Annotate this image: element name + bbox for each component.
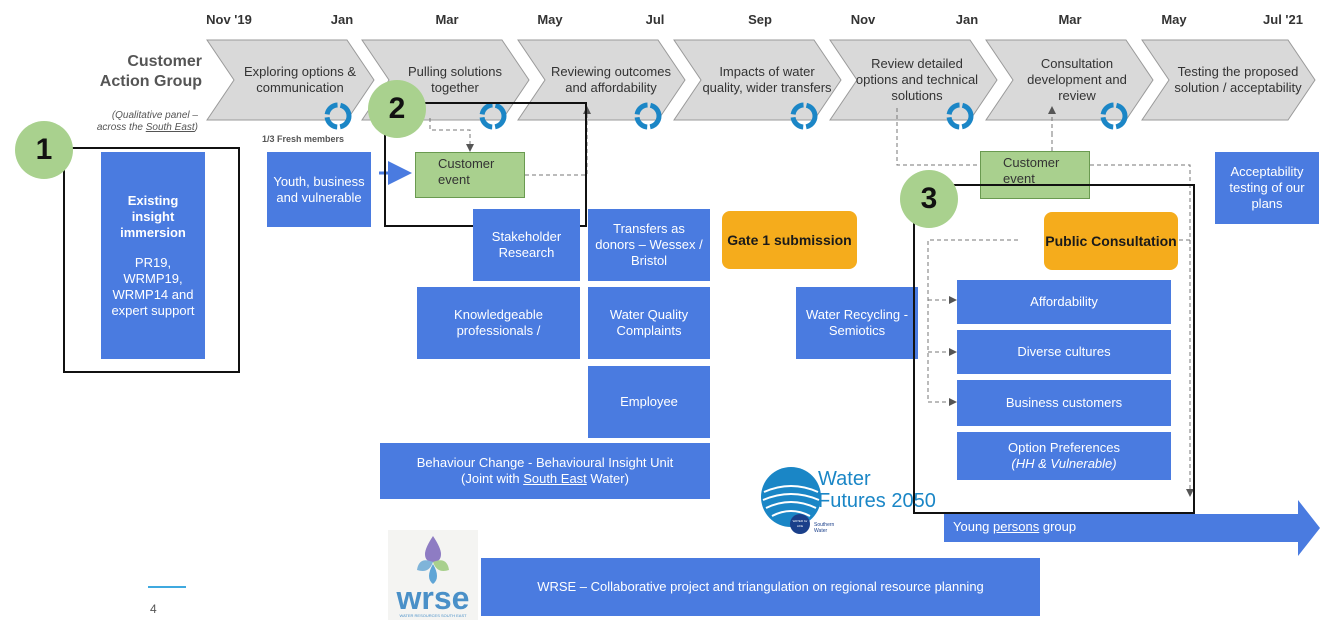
month-label: May <box>1161 12 1187 27</box>
consultation-affordability: Affordability <box>957 280 1171 324</box>
behaviour-line-2-suffix: Water) <box>586 471 629 486</box>
cag-subtitle-suffix: ) <box>194 122 198 133</box>
phase-label: Reviewing outcomes and affordability <box>551 64 671 95</box>
stakeholder-research-box: Stakeholder Research <box>473 209 580 281</box>
month-label: Jan <box>330 12 354 27</box>
behaviour-line-2-link: South East <box>523 471 587 486</box>
young-persons-label: Young persons group <box>953 519 1076 534</box>
behaviour-line-2-prefix: (Joint with <box>461 471 524 486</box>
cycle-icon <box>479 102 507 130</box>
phase-label: Exploring options & communication <box>243 64 356 95</box>
option-preferences-label: Option Preferences <box>1007 440 1120 455</box>
month-label: Nov '19 <box>206 12 252 27</box>
option-preferences-sub: (HH & Vulnerable) <box>1011 456 1117 471</box>
young-persons-arrow <box>944 500 1320 556</box>
page-number: 4 <box>150 602 157 616</box>
water-for-life-badge: WATER for LIFE <box>790 514 810 534</box>
southern-water-mark: Southern Water <box>814 522 835 534</box>
cag-subtitle-prefix: (Qualitative panel – across the <box>96 110 198 133</box>
month-label: Jul '21 <box>1263 12 1303 27</box>
water-recycling-box: Water Recycling - Semiotics <box>796 287 918 359</box>
cycle-icon <box>1100 102 1128 130</box>
phase-label: Consultation development and review <box>1027 56 1127 103</box>
existing-insight-title: Existing insight immersion <box>120 192 186 240</box>
behaviour-change-box: Behaviour Change - Behavioural Insight U… <box>380 443 710 499</box>
existing-insight-box: Existing insight immersion PR19, WRMP19,… <box>101 152 205 359</box>
young-persons-link: persons <box>993 519 1040 534</box>
month-label: Jul <box>645 12 665 27</box>
month-label: Sep <box>748 12 772 27</box>
water-futures-logo: Water Futures 2050 WATER for LIFE Southe… <box>760 466 960 546</box>
phase-label: Impacts of water quality, wider transfer… <box>702 64 832 95</box>
water-futures-line1: Water <box>818 468 871 490</box>
cycle-icon <box>634 102 662 130</box>
cycle-icon <box>946 102 974 130</box>
knowledgeable-professionals-box: Knowledgeable professionals / <box>417 287 580 359</box>
phase-chevrons <box>206 39 1316 121</box>
highlight-frame-3 <box>913 184 1195 514</box>
cag-title: Customer Action Group <box>99 53 202 90</box>
wrse-tagline: WATER RESOURCES SOUTH EAST <box>399 613 467 618</box>
marker-1: 1 <box>15 121 73 179</box>
consultation-diverse-cultures: Diverse cultures <box>957 330 1171 374</box>
consultation-option-preferences: Option Preferences (HH & Vulnerable) <box>957 432 1171 480</box>
month-label: May <box>537 12 563 27</box>
customer-event-2: Customer event <box>980 151 1090 199</box>
month-label: Nov <box>850 12 876 27</box>
month-label: Mar <box>435 12 459 27</box>
existing-insight-body: PR19, WRMP19, WRMP14 and expert support <box>111 254 195 318</box>
month-label: Mar <box>1058 12 1082 27</box>
cycle-icon <box>790 102 818 130</box>
marker-3: 3 <box>900 170 958 228</box>
marker-2: 2 <box>368 80 426 138</box>
customer-event-1: Customer event <box>415 152 525 198</box>
youth-box: Youth, business and vulnerable <box>267 152 371 227</box>
month-label: Jan <box>955 12 979 27</box>
cag-subtitle-link: South East <box>145 122 195 133</box>
acceptability-box: Acceptability testing of our plans <box>1215 152 1319 224</box>
young-persons-prefix: Young <box>953 519 994 534</box>
employee-box: Employee <box>588 366 710 438</box>
transfers-box: Transfers as donors – Wessex / Bristol <box>588 209 710 281</box>
behaviour-line-1: Behaviour Change - Behavioural Insight U… <box>416 455 674 470</box>
behaviour-line-2: (Joint with South East Water) <box>461 471 629 487</box>
water-futures-line2: Futures 2050 <box>818 490 936 512</box>
fresh-members-label: 1/3 Fresh members <box>262 134 345 144</box>
cycle-icon <box>324 102 352 130</box>
water-quality-box: Water Quality Complaints <box>588 287 710 359</box>
highlight-frame-1 <box>63 147 240 373</box>
phase-label: Testing the proposed solution / acceptab… <box>1174 64 1302 95</box>
public-consultation: Public Consultation <box>1044 212 1178 270</box>
phase-label: Review detailed options and technical so… <box>855 56 979 103</box>
phase-label: Pulling solutions together <box>408 64 502 95</box>
gate-1-submission: Gate 1 submission <box>722 211 857 269</box>
wrse-wordmark: wrse <box>396 580 470 616</box>
wrse-logo: wrse WATER RESOURCES SOUTH EAST <box>388 530 478 620</box>
young-persons-suffix: group <box>1039 519 1077 534</box>
cag-subtitle: (Qualitative panel – across the South Ea… <box>86 110 198 134</box>
consultation-business-customers: Business customers <box>957 380 1171 426</box>
water-drop-leaf-icon <box>417 536 449 584</box>
water-drop-globe-icon <box>761 467 821 527</box>
wrse-banner: WRSE – Collaborative project and triangu… <box>481 558 1040 616</box>
